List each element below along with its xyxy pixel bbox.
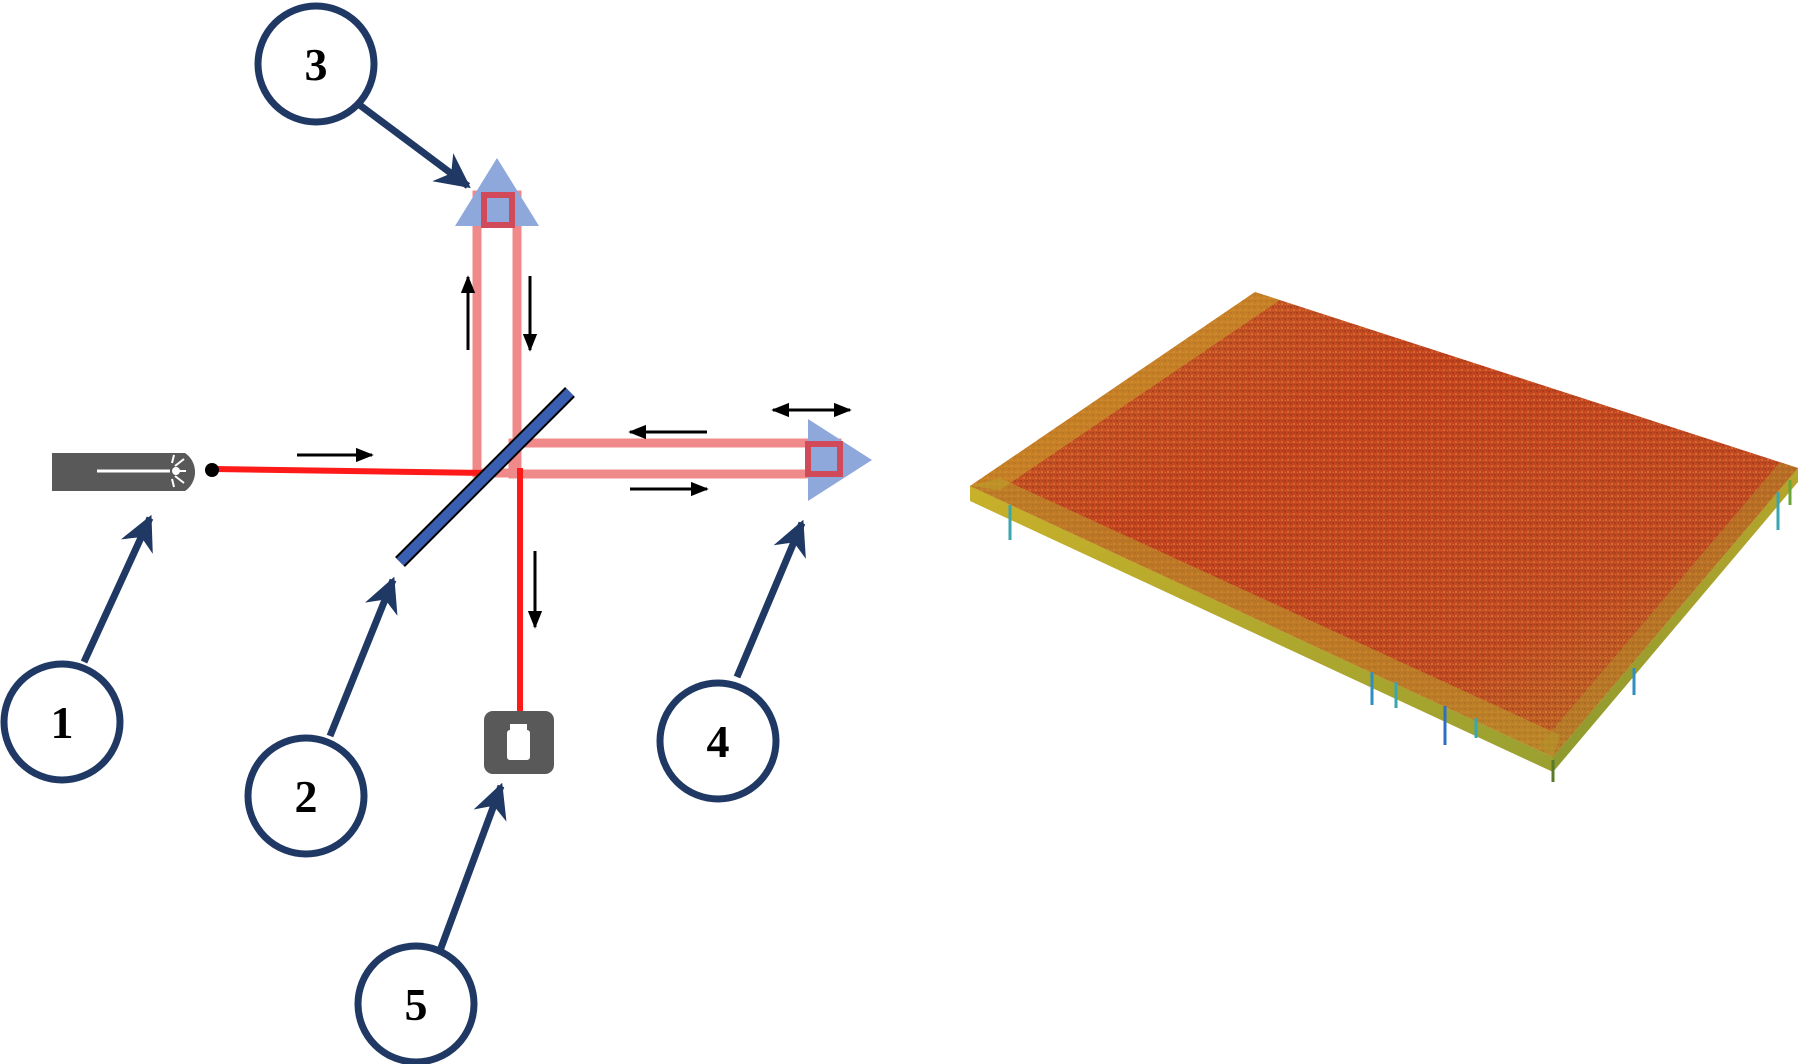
laser-emission-icon — [171, 454, 186, 488]
callout-label-2: 2 — [295, 771, 318, 822]
beam-direction-arrows — [297, 275, 852, 629]
callout-label-1: 1 — [51, 697, 74, 748]
detector — [484, 711, 554, 774]
callout-3: 3 — [254, 2, 378, 126]
surface-plot-front-right-face — [1553, 468, 1798, 772]
fixed-reflector-beam-turn — [481, 192, 515, 228]
callout-4: 4 — [656, 679, 780, 803]
callout-label-5: 5 — [405, 979, 428, 1030]
callout-pointer-4 — [733, 519, 806, 679]
surface-plot-front-left-face — [970, 486, 1553, 772]
beam-splitter — [395, 387, 575, 567]
surface-plot-rim-front — [970, 478, 1560, 757]
surface-plot-spikes — [1008, 480, 1792, 782]
callout-5: 5 — [354, 942, 478, 1064]
callout-pointer-5 — [434, 782, 507, 958]
surface-plot — [970, 292, 1798, 782]
callout-label-3: 3 — [305, 39, 328, 90]
beam-arm-up — [472, 190, 522, 478]
callout-pointer-3 — [354, 100, 471, 189]
callout-pointer-1 — [80, 514, 154, 664]
callout-1: 1 — [0, 660, 124, 784]
callout-label-4: 4 — [707, 716, 730, 767]
input-beam — [214, 466, 488, 476]
surface-plot-rim-right — [1540, 462, 1798, 757]
beam-arm-right — [508, 438, 842, 479]
callout-pointer-2 — [326, 576, 398, 738]
surface-plot-texture — [970, 292, 1798, 757]
movable-reflector-beam-turn — [805, 441, 843, 477]
surface-plot-rim-left — [970, 292, 1280, 490]
laser-source — [52, 453, 219, 491]
callout-2: 2 — [244, 734, 368, 858]
callout-pointers — [80, 100, 806, 958]
